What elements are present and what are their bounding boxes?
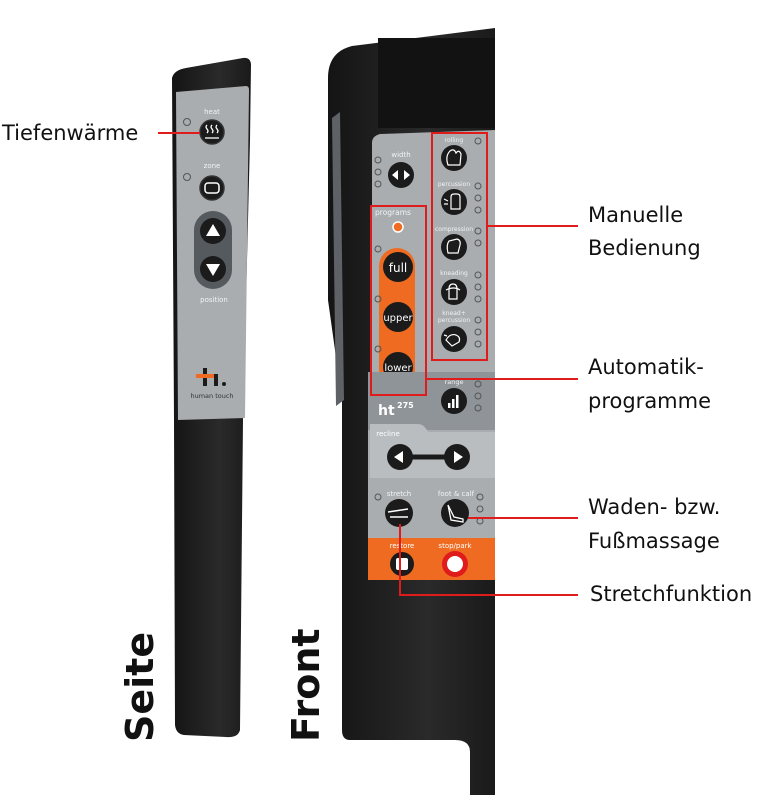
program-leds [374, 245, 382, 353]
stretch-label: stretch [387, 490, 411, 498]
brand-name: human touch [190, 392, 233, 400]
range-band [368, 372, 495, 430]
width-label: width [391, 151, 410, 159]
callout-lines [158, 132, 578, 596]
model-name: ht [378, 403, 395, 419]
side-position-label: position [200, 296, 228, 304]
width-button[interactable] [388, 162, 414, 188]
restore-button[interactable] [390, 552, 414, 576]
percussion-label: percussion [438, 181, 471, 188]
brand-logo [196, 368, 226, 386]
program-full-button[interactable]: full [383, 252, 413, 282]
program-full-label: full [389, 261, 408, 275]
callout-waden-line1: Waden- bzw. [588, 495, 721, 519]
front-view-label: Front [284, 628, 328, 742]
knead-percussion-button[interactable] [441, 326, 467, 352]
restore-square-icon [396, 558, 408, 570]
side-heat-led [183, 118, 191, 126]
kneading-hand-icon [445, 283, 461, 300]
callout-manuelle-line1: Manuelle [588, 203, 684, 227]
stop-park-button[interactable] [442, 551, 468, 577]
side-view-label: Seite [118, 631, 162, 742]
programs-label: programs [375, 208, 411, 217]
heat-button[interactable] [199, 119, 225, 145]
callout-automatik-line2: programme [588, 389, 712, 413]
front-top-window [378, 38, 495, 128]
model-number: 275 [397, 401, 414, 410]
rolling-button[interactable] [441, 145, 467, 171]
foot-icon [447, 504, 464, 523]
recline-label: recline [376, 430, 400, 438]
program-lower-label: lower [384, 363, 412, 374]
recline-forward-button[interactable] [444, 444, 470, 470]
knead-percussion-label-1: knead+ [442, 310, 465, 317]
recline-back-button[interactable] [387, 444, 413, 470]
compression-label: compression [435, 226, 473, 233]
callout-stretch: Stretchfunktion [590, 582, 753, 606]
programs-indicator [392, 221, 404, 233]
callout-waden-line2: Fußmassage [588, 529, 720, 553]
arrow-left-icon [394, 451, 403, 463]
program-upper-label: upper [383, 313, 413, 324]
kneading-button[interactable] [441, 279, 467, 305]
callout-automatik-line1: Automatik- [588, 355, 704, 379]
range-leds [474, 380, 482, 412]
side-heat-label: heat [204, 108, 220, 116]
compression-button[interactable] [441, 234, 467, 260]
orange-strip [368, 538, 495, 580]
arrow-up-icon [206, 224, 220, 236]
side-view: heat zone position [172, 57, 251, 738]
programs-highlight-box [370, 205, 427, 396]
zone-icon [204, 182, 220, 194]
program-upper-button[interactable]: upper [383, 302, 414, 332]
range-button[interactable] [441, 388, 467, 414]
percussion-hand-icon [443, 193, 461, 210]
arrow-down-icon [206, 264, 220, 276]
side-zone-label: zone [204, 162, 221, 170]
restore-label: restore [390, 542, 415, 550]
foot-calf-button[interactable] [441, 499, 469, 527]
position-down-button[interactable] [200, 256, 226, 282]
kneading-label: kneading [440, 270, 468, 277]
arrow-right-icon [454, 451, 463, 463]
range-bars-icon [448, 395, 459, 408]
knead-percussion-hand-icon [443, 333, 461, 347]
zone-button[interactable] [199, 175, 225, 201]
width-led-column [374, 156, 382, 188]
width-arrows-icon [392, 170, 410, 180]
heat-waves-icon [205, 124, 219, 139]
position-up-button[interactable] [200, 218, 226, 244]
manual-leds [474, 137, 482, 348]
front-view: width programs full upper lower rolling [328, 28, 495, 795]
range-label: range [445, 378, 464, 386]
stretch-led [374, 493, 382, 501]
stop-park-label: stop/park [438, 542, 472, 550]
stop-circle-icon [447, 556, 463, 572]
manual-highlight-box [431, 132, 488, 361]
callout-manuelle-line2: Bedienung [588, 236, 701, 260]
stretch-line [399, 524, 578, 596]
side-zone-led [183, 173, 191, 181]
rolling-hand-icon [446, 149, 462, 166]
front-side-strip [332, 112, 344, 406]
stretch-button[interactable] [385, 499, 413, 527]
percussion-button[interactable] [441, 189, 467, 215]
foot-calf-label: foot & calf [438, 490, 475, 498]
callout-tiefenwaerme: Tiefenwärme [2, 121, 139, 145]
stretch-figure-icon [387, 508, 409, 518]
knead-percussion-label-2: percussion [438, 317, 471, 324]
rolling-label: rolling [445, 137, 464, 144]
compression-hand-icon [446, 238, 461, 254]
